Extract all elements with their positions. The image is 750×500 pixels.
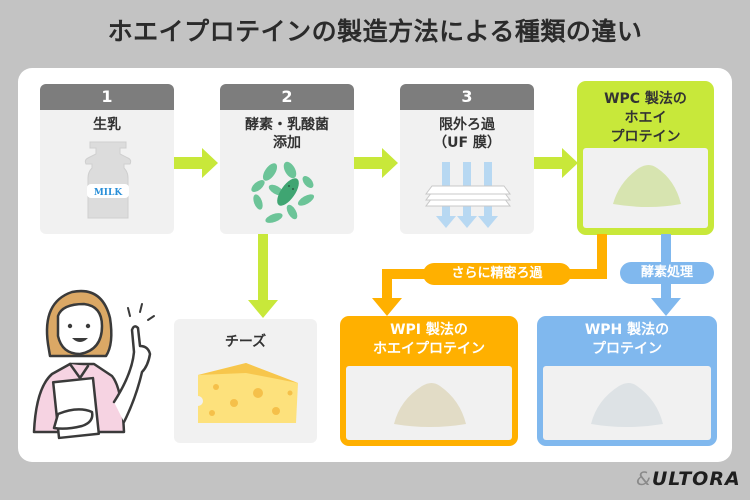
cheese-box: チーズ [174, 319, 317, 443]
page-title: ホエイプロテインの製造方法による種類の違い [107, 17, 643, 46]
step-label: 限外ろ過 [439, 117, 495, 133]
wph-box: WPH 製法の プロテイン [537, 316, 717, 446]
wpc-title-line3: プロテイン [610, 129, 681, 145]
wph-process-label: 酵素処理 [620, 262, 714, 284]
step-number: 1 [40, 84, 174, 110]
step-label: 酵素・乳酸菌 [245, 117, 329, 133]
step-2-box: 2 酵素・乳酸菌 添加 [220, 84, 354, 234]
step-number: 2 [220, 84, 354, 110]
step-label-line2: （UF 膜） [433, 135, 501, 151]
wpi-box: WPI 製法の ホエイプロテイン [340, 316, 518, 446]
wph-title-line2: プロテイン [592, 341, 662, 357]
wpc-title-line1: WPC 製法の [604, 91, 687, 107]
flow-arrow-icon [174, 148, 218, 178]
wpi-process-label: さらに精密ろ過 [423, 263, 571, 285]
flow-arrow-icon [354, 148, 398, 178]
milk-can-icon: MILK [84, 141, 132, 219]
wpc-box: WPC 製法の ホエイ プロテイン [577, 81, 714, 235]
ultora-logo: &ULTORA [636, 468, 741, 490]
wpi-title-line1: WPI 製法の [390, 322, 468, 338]
woman-pointing-icon [32, 289, 155, 440]
step-label: 生乳 [93, 117, 121, 133]
step-3-box: 3 限外ろ過 （UF 膜） [400, 84, 534, 234]
powder-icon [613, 165, 681, 207]
flow-arrow-icon [534, 148, 578, 178]
logo-ampersand: & [636, 468, 652, 490]
filter-membrane-icon [425, 162, 511, 228]
lactic-bacteria-icon [251, 161, 315, 223]
wpc-title-line2: ホエイ [624, 110, 667, 126]
milk-label: MILK [94, 188, 124, 198]
wph-image-area [543, 366, 711, 440]
wpi-title-line2: ホエイプロテイン [373, 341, 485, 357]
step-number: 3 [400, 84, 534, 110]
logo-text: ULTORA [651, 468, 741, 490]
down-arrow-icon [248, 234, 278, 318]
cheese-label: チーズ [224, 334, 267, 350]
powder-icon [394, 383, 466, 427]
cheese-icon [196, 363, 298, 423]
wph-title-line1: WPH 製法の [584, 322, 670, 338]
wpc-image-area [583, 148, 708, 228]
step-1-box: 1 生乳 MILK [40, 84, 174, 234]
wpi-image-area [346, 366, 512, 440]
powder-icon [591, 383, 663, 427]
step-label-line2: 添加 [273, 135, 301, 151]
